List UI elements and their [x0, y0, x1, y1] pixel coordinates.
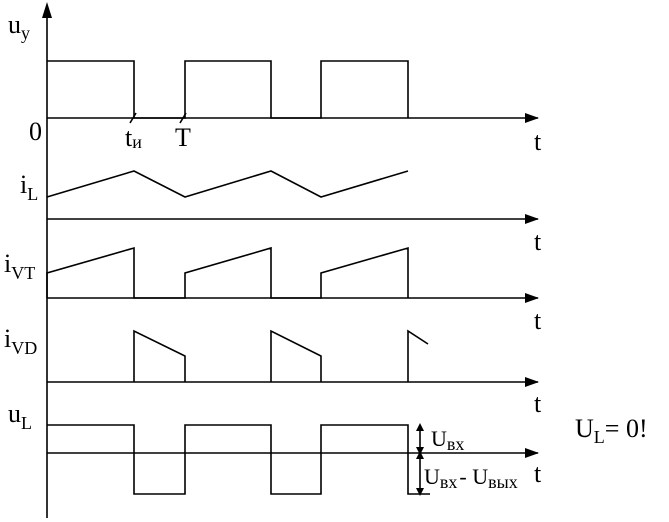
label-iVD: iVD — [4, 324, 37, 358]
note-uL-zero: UL= 0! — [575, 414, 648, 447]
label-iL: iL — [20, 170, 38, 204]
label-uy: uу — [8, 10, 30, 43]
uy-waveform — [47, 60, 409, 119]
t-label-2: t — [534, 227, 542, 256]
label-uL: uL — [8, 399, 32, 433]
iVD-waveform-2 — [270, 329, 322, 382]
period-tick — [179, 112, 187, 124]
t-label-3: t — [534, 306, 542, 335]
iL-waveform — [46, 170, 409, 198]
uL-waveform — [47, 424, 430, 495]
iVD-waveform — [133, 329, 186, 382]
t-label-5: t — [534, 459, 542, 488]
label-period: T — [175, 123, 191, 152]
t-label-1: t — [534, 127, 542, 156]
t-label-4: t — [534, 389, 542, 418]
label-u-in: Uвх — [431, 426, 464, 454]
iVT-waveform — [46, 246, 409, 299]
label-iVT: iVT — [4, 249, 35, 283]
label-origin: 0 — [29, 117, 42, 146]
label-t-pulse: tи — [125, 123, 142, 152]
iVD-waveform-3 — [407, 329, 429, 382]
label-u-diff: Uвх- Uвых — [424, 464, 518, 492]
vertical-axis-arrow — [42, 2, 52, 18]
t-pulse-tick — [129, 112, 137, 124]
